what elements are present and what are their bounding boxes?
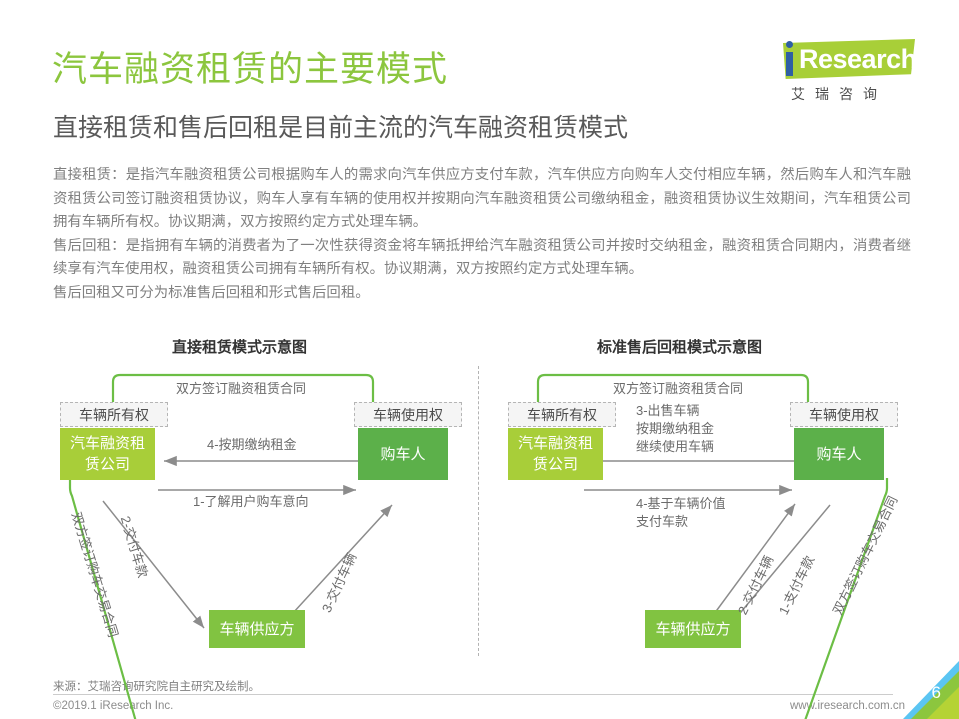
left-node-supplier[interactable]: 车辆供应方 — [209, 610, 305, 648]
paragraph-sale-leaseback: 售后回租：是指拥有车辆的消费者为了一次性获得资金将车辆抵押给汽车融资租赁公司并按… — [53, 237, 911, 278]
right-edge-pay-line2: 支付车款 — [636, 514, 689, 529]
right-edge-top-contract: 双方签订融资租赁合同 — [613, 381, 744, 396]
logo-i-dot-icon — [786, 41, 793, 48]
right-ghost-usage: 车辆使用权 — [790, 402, 898, 427]
left-edge-intent: 1-了解用户购车意向 — [193, 494, 309, 509]
paragraph-leaseback-types: 售后回租又可分为标准售后回租和形式售后回租。 — [53, 284, 370, 301]
left-edge-rent-payment: 4-按期缴纳租金 — [207, 437, 297, 452]
logo-quad-shape — [783, 39, 915, 79]
corner-decoration — [903, 661, 959, 719]
body-text: 直接租赁：是指汽车融资租赁公司根据购车人的需求向汽车供应方支付车款，汽车供应方向… — [53, 164, 911, 305]
paragraph-direct-lease: 直接租赁：是指汽车融资租赁公司根据购车人的需求向汽车供应方支付车款，汽车供应方向… — [53, 167, 911, 230]
website-url: www.iresearch.com.cn — [790, 700, 906, 712]
right-node-lessor-line1: 汽车融资租 — [517, 435, 593, 452]
diagram-area: 直接租赁模式示意图 标准售后回租模式示意图 — [0, 318, 959, 719]
diagram-connectors — [68, 373, 889, 719]
logo-mark: Research — [773, 36, 917, 82]
left-node-lessor-line2: 赁公司 — [84, 456, 130, 473]
right-edge-pay-block: 4-基于车辆价值 支付车款 — [636, 495, 776, 531]
footer-divider — [53, 694, 893, 695]
right-edge-sell-line1: 3-出售车辆 — [636, 403, 700, 418]
right-edge-pay-line1: 4-基于车辆价值 — [636, 496, 726, 511]
right-node-lessor[interactable]: 汽车融资租 赁公司 — [508, 428, 603, 480]
logo-chinese-name: 艾瑞咨询 — [791, 86, 887, 102]
left-node-lessor-line1: 汽车融资租 — [69, 435, 145, 452]
right-node-lessor-line2: 赁公司 — [532, 456, 578, 473]
right-ghost-ownership: 车辆所有权 — [508, 402, 616, 427]
right-node-buyer[interactable]: 购车人 — [794, 428, 884, 480]
diagram-divider — [478, 366, 479, 656]
right-diagram-title: 标准售后回租模式示意图 — [597, 339, 763, 356]
left-diagram-title: 直接租赁模式示意图 — [172, 339, 308, 356]
iresearch-logo: Research 艾瑞咨询 — [773, 36, 917, 104]
right-edge-sell-block: 3-出售车辆 按期缴纳租金 继续使用车辆 — [636, 402, 766, 456]
right-edge-sell-line3: 继续使用车辆 — [636, 439, 715, 454]
logo-wordmark: Research — [799, 44, 917, 74]
left-node-lessor[interactable]: 汽车融资租 赁公司 — [60, 428, 155, 480]
source-note: 来源：艾瑞咨询研究院自主研究及绘制。 — [53, 681, 260, 693]
page-subtitle: 直接租赁和售后回租是目前主流的汽车融资租赁模式 — [53, 114, 629, 142]
right-edge-sell-line2: 按期缴纳租金 — [636, 421, 715, 436]
logo-i-stem-icon — [786, 52, 793, 76]
left-edge-top-contract: 双方签订融资租赁合同 — [176, 381, 307, 396]
left-ghost-usage: 车辆使用权 — [354, 402, 462, 427]
right-node-supplier[interactable]: 车辆供应方 — [645, 610, 741, 648]
copyright-text: ©2019.1 iResearch Inc. — [53, 700, 174, 712]
left-node-buyer[interactable]: 购车人 — [358, 428, 448, 480]
left-ghost-ownership: 车辆所有权 — [60, 402, 168, 427]
page-number: 6 — [931, 683, 941, 702]
page-title: 汽车融资租赁的主要模式 — [52, 50, 449, 89]
